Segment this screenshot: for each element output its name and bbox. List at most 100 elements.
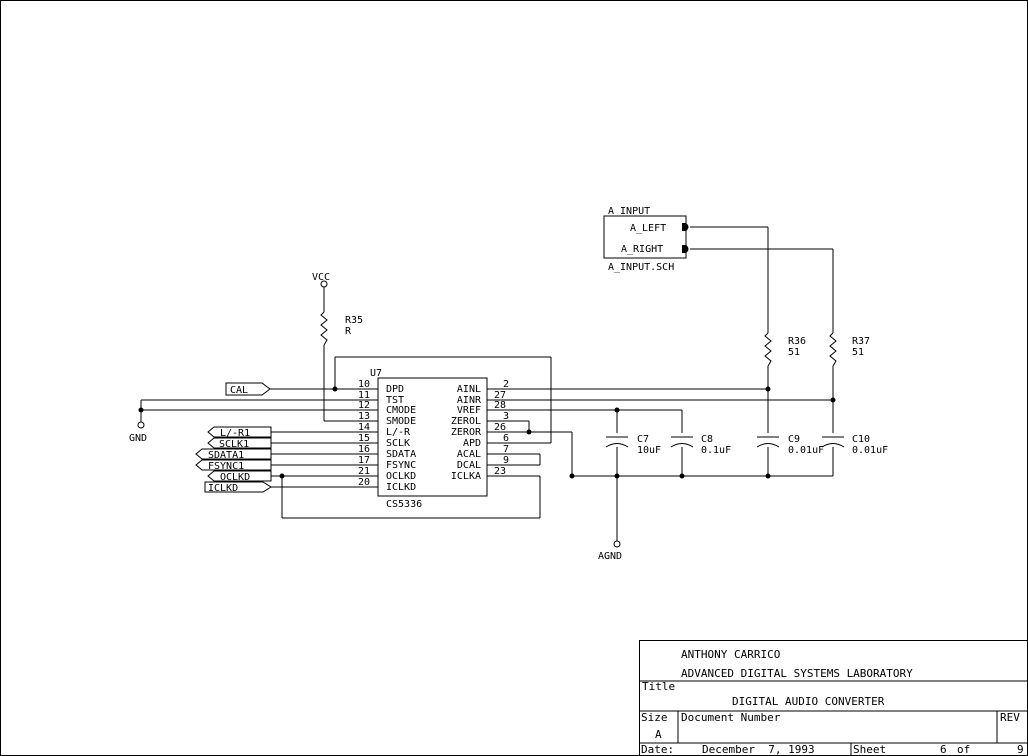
- chip-left-pins: 10 DPD 11 TST 12 CMODE 13 SMODE 14 L/-R …: [358, 379, 416, 493]
- c8-ref: C8: [701, 434, 713, 445]
- chip-right-pins: AINL 2 AINR 27 VREF 28 ZEROL 3 ZEROR 26 …: [451, 379, 509, 482]
- port-label: L/-R1: [220, 428, 250, 439]
- pin-number: 10: [358, 379, 370, 390]
- capacitor-c8-icon: [670, 436, 694, 448]
- pin-number: 26: [494, 422, 506, 433]
- pin-number: 14: [358, 422, 370, 433]
- r37-ref: R37: [852, 336, 870, 347]
- date-value: December 7, 1993: [702, 743, 815, 756]
- chip-part: CS5336: [386, 499, 422, 510]
- pin-number: 9: [503, 455, 509, 466]
- port-label: ICLKD: [208, 483, 238, 494]
- title-author: ANTHONY CARRICO: [681, 648, 780, 661]
- pin-number: 13: [358, 411, 370, 422]
- sub-block-a-input: [603, 215, 687, 259]
- pin-name: FSYNC: [386, 460, 416, 471]
- junctions: [138, 386, 836, 479]
- pin-name: SCLK: [386, 438, 410, 449]
- pin-number: 11: [358, 390, 370, 401]
- junction-dot: [614, 407, 620, 413]
- pin-number: 21: [358, 466, 370, 477]
- gnd-label: GND: [129, 433, 147, 444]
- port-arrow-icon: [207, 437, 272, 449]
- port-cal: CAL: [225, 382, 271, 396]
- sub-block-name: A_INPUT: [608, 206, 650, 217]
- sheet-number: 6: [940, 743, 947, 756]
- port-label: OCLKD: [220, 472, 250, 483]
- port-arrow-icon: [195, 459, 272, 471]
- port-iclkd: ICLKD: [204, 481, 272, 494]
- capacitor-c10-icon: [821, 436, 845, 448]
- pin-name: ICLKA: [451, 471, 481, 482]
- pin-number: 7: [503, 444, 509, 455]
- port-label: SDATA1: [208, 450, 244, 461]
- pin-number: 16: [358, 444, 370, 455]
- port-sclk1: SCLK1: [207, 437, 272, 450]
- title-text: DIGITAL AUDIO CONVERTER: [732, 695, 885, 708]
- port-arrow-icon: [204, 481, 272, 493]
- title-label: Title: [642, 680, 675, 693]
- port-arrow-icon: [225, 382, 271, 396]
- pin-number: 6: [503, 433, 509, 444]
- junction-dot: [569, 473, 575, 479]
- date-label: Date:: [641, 743, 674, 756]
- resistor-r36-icon: [764, 332, 772, 367]
- port-pin-icon: [682, 245, 689, 253]
- r37-value: 51: [852, 347, 864, 358]
- pin-name: CMODE: [386, 405, 416, 416]
- pin-name: L/-R: [386, 427, 411, 438]
- sheet-label: Sheet: [853, 743, 886, 756]
- agnd-terminal-icon: [613, 540, 621, 548]
- c7-ref: C7: [637, 434, 649, 445]
- c7-value: 10uF: [637, 445, 661, 456]
- pin-number: 28: [494, 400, 506, 411]
- pin-name: OCLKD: [386, 471, 416, 482]
- vcc-label: VCC: [312, 272, 330, 283]
- pin-name: TST: [386, 395, 404, 406]
- sheet-total: 9: [1017, 743, 1024, 756]
- port-arrow-icon: [207, 426, 272, 438]
- size-label: Size: [641, 711, 668, 724]
- pin-name: DCAL: [457, 460, 481, 471]
- port-label: FSYNC1: [208, 461, 244, 472]
- sheet-of: of: [957, 743, 970, 756]
- port-label: CAL: [230, 385, 248, 396]
- pin-name: ACAL: [457, 449, 481, 460]
- r36-value: 51: [788, 347, 800, 358]
- port-sdata1: SDATA1: [195, 448, 272, 461]
- pin-number: 23: [494, 466, 506, 477]
- sub-block-left-port: A_LEFT: [630, 223, 666, 234]
- pin-name: ICLKD: [386, 482, 416, 493]
- pin-name: AINR: [457, 395, 482, 406]
- gnd-terminal-icon: [137, 421, 145, 429]
- c9-value: 0.01uF: [788, 445, 824, 456]
- pin-number: 20: [358, 477, 370, 488]
- junction-dot: [830, 397, 836, 403]
- pin-name: SDATA: [386, 449, 416, 460]
- pin-number: 3: [503, 411, 509, 422]
- junction-dot: [138, 407, 144, 413]
- title-block: [639, 640, 1028, 756]
- pin-number: 2: [503, 379, 509, 390]
- junction-dot: [679, 473, 685, 479]
- r35-value: R: [345, 326, 352, 337]
- pin-number: 17: [358, 455, 370, 466]
- wires: [140, 226, 834, 541]
- docnum-label: Document Number: [681, 711, 781, 724]
- port-arrow-icon: [207, 470, 272, 482]
- pin-name: AINL: [457, 384, 481, 395]
- junction-dot: [332, 386, 338, 392]
- agnd-label: AGND: [598, 551, 622, 562]
- pin-name: VREF: [457, 405, 481, 416]
- port-oclkd: OCLKD: [207, 470, 272, 483]
- pin-name: ZEROL: [451, 416, 481, 427]
- resistor-r35-icon: [320, 311, 328, 346]
- resistor-r37-icon: [829, 332, 837, 367]
- port-fsync1: FSYNC1: [195, 459, 272, 472]
- c9-ref: C9: [788, 434, 800, 445]
- c10-value: 0.01uF: [852, 445, 888, 456]
- pin-name: ZEROR: [451, 427, 482, 438]
- r36-ref: R36: [788, 336, 806, 347]
